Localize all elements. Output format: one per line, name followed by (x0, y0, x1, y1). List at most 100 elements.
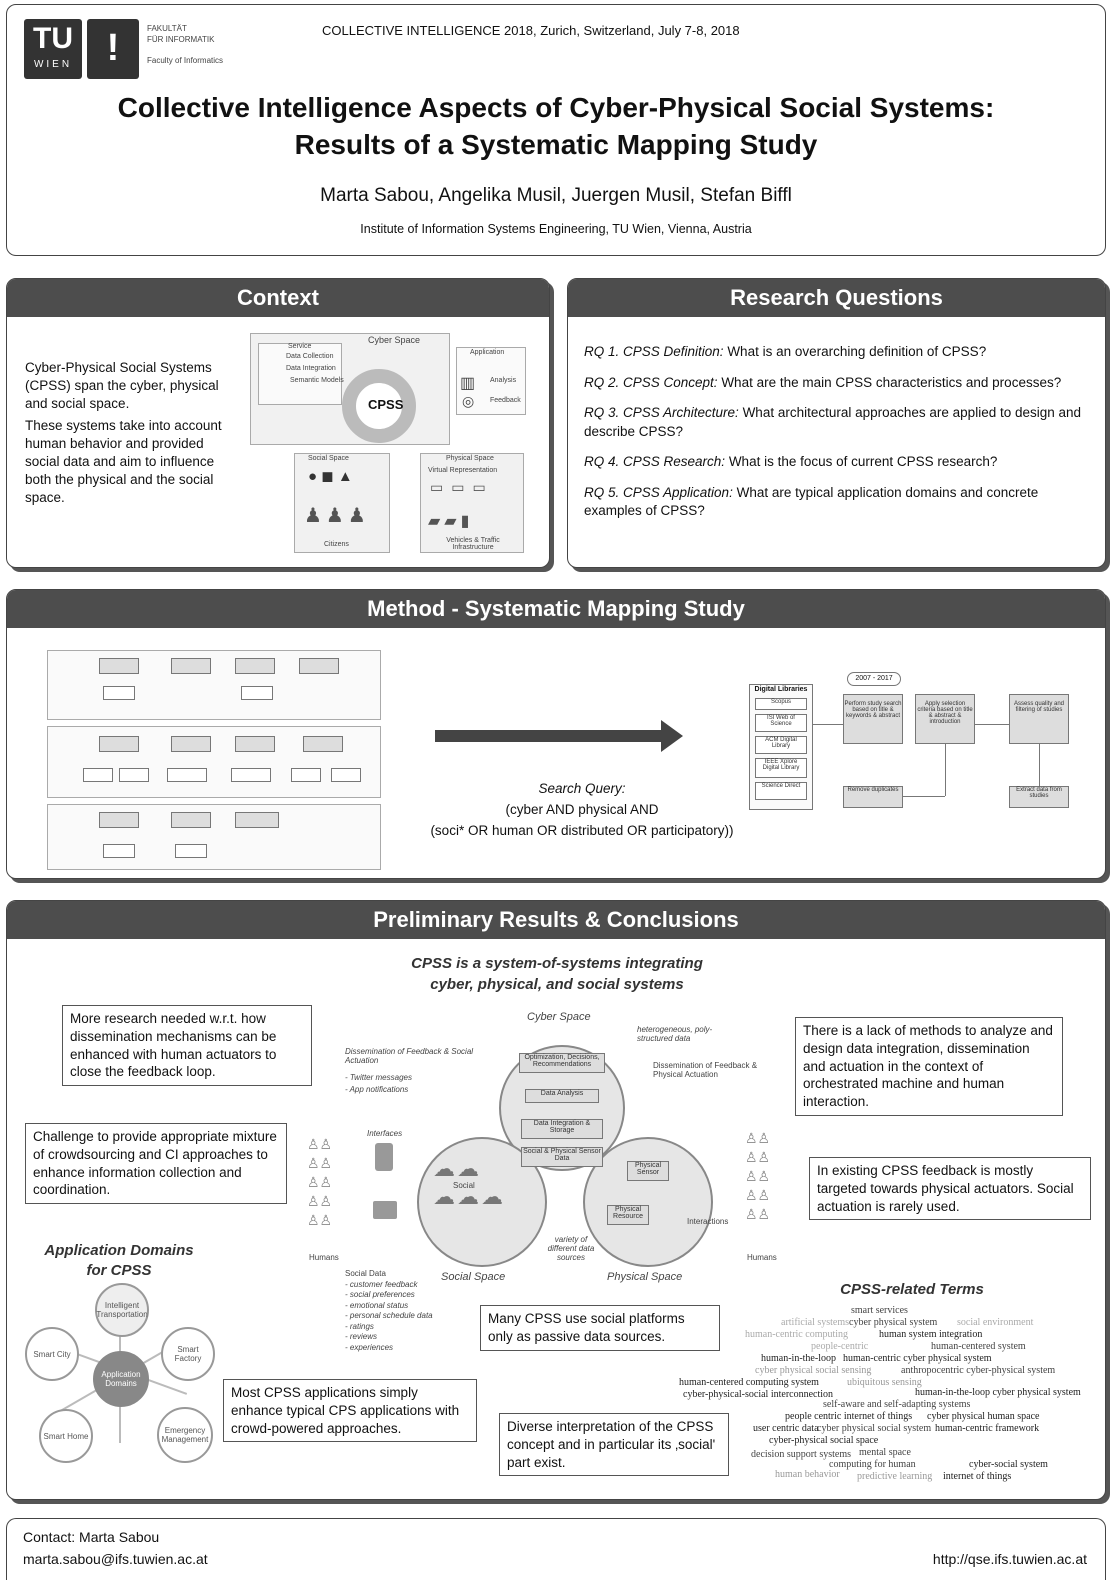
server-icon (375, 1143, 393, 1171)
cpss-label: CPSS (368, 397, 404, 412)
social-space-label: Social Space (308, 455, 349, 462)
virtual-rep-label: Virtual Representation (428, 467, 498, 474)
screen-icon (373, 1201, 397, 1219)
context-para2: These systems take into account human be… (25, 418, 222, 505)
interfaces-label: Interfaces (367, 1129, 403, 1138)
step3-box: Apply selection criteria based on title … (915, 694, 975, 744)
term: human-centric computing (745, 1329, 849, 1340)
sensor-icons: ▭▭▭ (430, 479, 494, 495)
faculty-line2: FÜR INFORMATIK (147, 35, 215, 44)
term: decision support systems (751, 1449, 851, 1460)
process-arrow (435, 730, 663, 742)
citizens-label: Citizens (324, 541, 349, 548)
sensor-data-box: Social & Physical Sensor Data (521, 1147, 603, 1167)
step4-box: Assess quality and filtering of studies (1009, 694, 1069, 744)
data-analysis-box: Data Analysis (525, 1089, 599, 1103)
humans-right-icons: ♙♙♙♙♙♙♙♙♙♙ (745, 1130, 771, 1222)
cpss-cycle (342, 369, 416, 443)
rq-panel: Research Questions RQ 1. CPSS Definition… (567, 278, 1106, 568)
term: human-in-the-loop (761, 1353, 836, 1364)
app-domain-transportation: Intelligent Transportation (95, 1283, 149, 1337)
term: mental space (859, 1447, 911, 1458)
query-line2: (soci* OR human OR distributed OR partic… (430, 823, 734, 838)
term: predictive learning (857, 1471, 933, 1482)
term: cyber-social system (969, 1459, 1048, 1470)
context-text: Cyber-Physical Social Systems (CPSS) spa… (25, 359, 233, 507)
wien-logo-text: WIEN (33, 59, 73, 70)
term: anthropocentric cyber-physical system (901, 1365, 1056, 1376)
physical-actuation-label: Dissemination of Feedback & Physical Act… (653, 1061, 758, 1079)
social-data-item: - ratings (345, 1321, 374, 1331)
term: human-centric framework (935, 1423, 1040, 1434)
feedback-label: Feedback (490, 397, 521, 404)
term: cyber-physical-social interconnection (683, 1389, 834, 1400)
process-doc (241, 686, 273, 700)
rq-heading: Research Questions (568, 279, 1105, 317)
title-line2: Results of a Systematic Mapping Study (294, 129, 818, 160)
library-acm: ACM Digital Library (755, 736, 807, 754)
informatics-logo: ! (87, 19, 139, 79)
selection-diagram: 2007 - 2017 Digital Libraries Scopus ISI… (749, 668, 1075, 828)
rq-text: What is an overarching definition of CPS… (723, 344, 987, 359)
process-step (171, 812, 211, 828)
context-diagram: Cyber Space Service Data Collection Data… (250, 333, 532, 557)
library-scopus: Scopus (755, 698, 807, 710)
term: human behavior (775, 1469, 840, 1480)
term: ubiquitous sensing (847, 1377, 922, 1388)
rq-label: RQ 3. CPSS Architecture: (584, 405, 739, 420)
data-integration-label: Data Integration (286, 365, 336, 372)
poster-title: Collective Intelligence Aspects of Cyber… (7, 89, 1105, 163)
library-ieee: IEEE Xplore Digital Library (755, 758, 807, 778)
rq-label: RQ 1. CPSS Definition: (584, 344, 724, 359)
footer-box: Contact: Marta Sabou marta.sabou@ifs.tuw… (6, 1518, 1106, 1580)
rq-text: What are the main CPSS characteristics a… (717, 374, 1062, 390)
term: artificial systems (781, 1317, 850, 1328)
vehicles-label: Vehicles & Traffic Infrastructure (446, 537, 500, 551)
interactions-label: Interactions (687, 1217, 729, 1226)
faculty-line3: Faculty of Informatics (147, 56, 224, 65)
conference-line: COLLECTIVE INTELLIGENCE 2018, Zurich, Sw… (322, 23, 740, 38)
process-diagram (47, 642, 381, 870)
process-doc (83, 768, 113, 782)
spaces-diagram: Cyber Space Social Space Physical Space … (303, 1005, 793, 1352)
term: people-centric (811, 1341, 869, 1352)
term: human-in-the-loop cyber physical system (915, 1387, 1081, 1398)
app-notifications-label: - App notifications (345, 1085, 409, 1094)
physical-resource-box: Physical Resource (607, 1205, 649, 1225)
dissemination-label: Dissemination of Feedback & Social Actua… (345, 1047, 474, 1065)
term: smart services (851, 1305, 908, 1316)
results-panel: Preliminary Results & Conclusions CPSS i… (6, 900, 1106, 1500)
term: human-centered system (931, 1341, 1026, 1352)
tu-logo: TU WIEN (24, 19, 82, 79)
term: self-aware and self-adapting systems (823, 1399, 971, 1410)
process-doc (231, 768, 271, 782)
term: cyber physical social system (817, 1423, 932, 1434)
affiliation: Institute of Information Systems Enginee… (360, 222, 752, 236)
library-isi: ISI Web of Science (755, 714, 807, 732)
rq-label: RQ 2. CPSS Concept: (584, 374, 718, 390)
contact-email[interactable]: marta.sabou@ifs.tuwien.ac.at (23, 1551, 208, 1567)
app-domains-title: Application Domains for CPSS (25, 1241, 213, 1281)
note-research: More research needed w.r.t. how dissemin… (62, 1005, 312, 1087)
libraries-title: Digital Libraries (754, 686, 808, 693)
app-domain-center: Application Domains (93, 1351, 149, 1407)
humans-right-label: Humans (747, 1253, 777, 1262)
cyber-space-title: Cyber Space (527, 1011, 591, 1023)
term: people centric internet of things (785, 1411, 913, 1422)
analysis-label: Analysis (490, 377, 517, 384)
citizens-icons: ♟♟♟ (304, 505, 370, 527)
contact-name: Contact: Marta Sabou (23, 1529, 160, 1545)
website-link[interactable]: http://qse.ifs.tuwien.ac.at (932, 1551, 1087, 1567)
rq-label: RQ 4. CPSS Research: (584, 454, 726, 469)
process-step (299, 658, 339, 674)
years-badge: 2007 - 2017 (847, 672, 901, 686)
humans-left-label: Humans (309, 1253, 339, 1262)
data-collection-label: Data Collection (286, 353, 334, 360)
physical-space-label: Physical Space (446, 455, 494, 462)
note-challenge: Challenge to provide appropriate mixture… (25, 1123, 287, 1205)
rq-item: RQ 2. CPSS Concept: What are the main CP… (584, 374, 1094, 393)
title-line1: Collective Intelligence Aspects of Cyber… (117, 92, 995, 123)
app-domains-title-line1: Application Domains (44, 1242, 194, 1259)
method-panel: Method - Systematic Mapping Study Search… (6, 589, 1106, 879)
feedback-icon: ◎ (462, 393, 475, 409)
